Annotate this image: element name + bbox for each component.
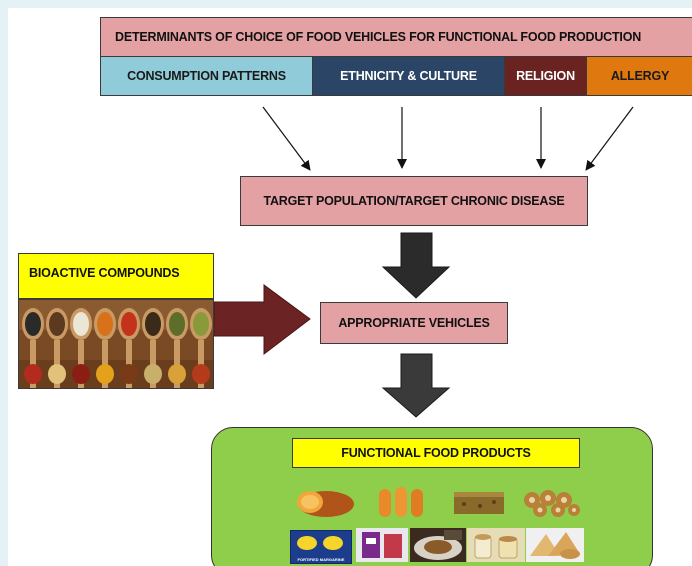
spoon-row	[22, 308, 212, 388]
determinant-religion: RELIGION	[505, 57, 587, 95]
determinants-row: CONSUMPTION PATTERNS ETHNICITY & CULTURE…	[100, 57, 692, 96]
determinant-consumption-patterns: CONSUMPTION PATTERNS	[101, 57, 313, 95]
cookies-image	[526, 528, 584, 562]
margarine-tub-image: FORTIFIED MARGARINE	[290, 530, 352, 564]
appropriate-vehicles-box: APPROPRIATE VEHICLES	[320, 302, 508, 344]
plated-dish-image	[410, 528, 466, 562]
determinant-allergy: ALLERGY	[587, 57, 692, 95]
connector-arrow-consumption	[262, 106, 311, 171]
determinant-ethnicity-culture: ETHNICITY & CULTURE	[313, 57, 505, 95]
functional-food-products-panel: FUNCTIONAL FOOD PRODUCTS	[211, 427, 653, 566]
margarine-yellow-dot-right	[323, 536, 343, 550]
margarine-yellow-dot-left	[297, 536, 317, 550]
beverage-cups-image	[467, 528, 525, 562]
spice-spoons-image	[18, 299, 214, 389]
sweet-potato-image	[297, 491, 354, 517]
determinants-title: DETERMINANTS OF CHOICE OF FOOD VEHICLES …	[100, 17, 692, 57]
diagram-canvas: DETERMINANTS OF CHOICE OF FOOD VEHICLES …	[8, 8, 692, 566]
granola-bar-image	[454, 492, 504, 514]
functional-food-products-label: FUNCTIONAL FOOD PRODUCTS	[292, 438, 580, 468]
margarine-package-text: FORTIFIED MARGARINE	[297, 557, 345, 562]
down-arrow-to-vehicles	[381, 232, 451, 299]
target-population-box: TARGET POPULATION/TARGET CHRONIC DISEASE	[240, 176, 588, 226]
packaged-snack-image	[356, 528, 408, 562]
connector-arrow-allergy	[585, 106, 634, 171]
bioactive-compounds-label: BIOACTIVE COMPOUNDS	[18, 253, 214, 299]
bioactive-to-vehicles-arrow	[213, 284, 311, 356]
carrots-image	[379, 487, 423, 517]
connector-layer	[213, 106, 634, 418]
donuts-image	[524, 490, 580, 517]
down-arrow-to-products	[381, 353, 451, 418]
